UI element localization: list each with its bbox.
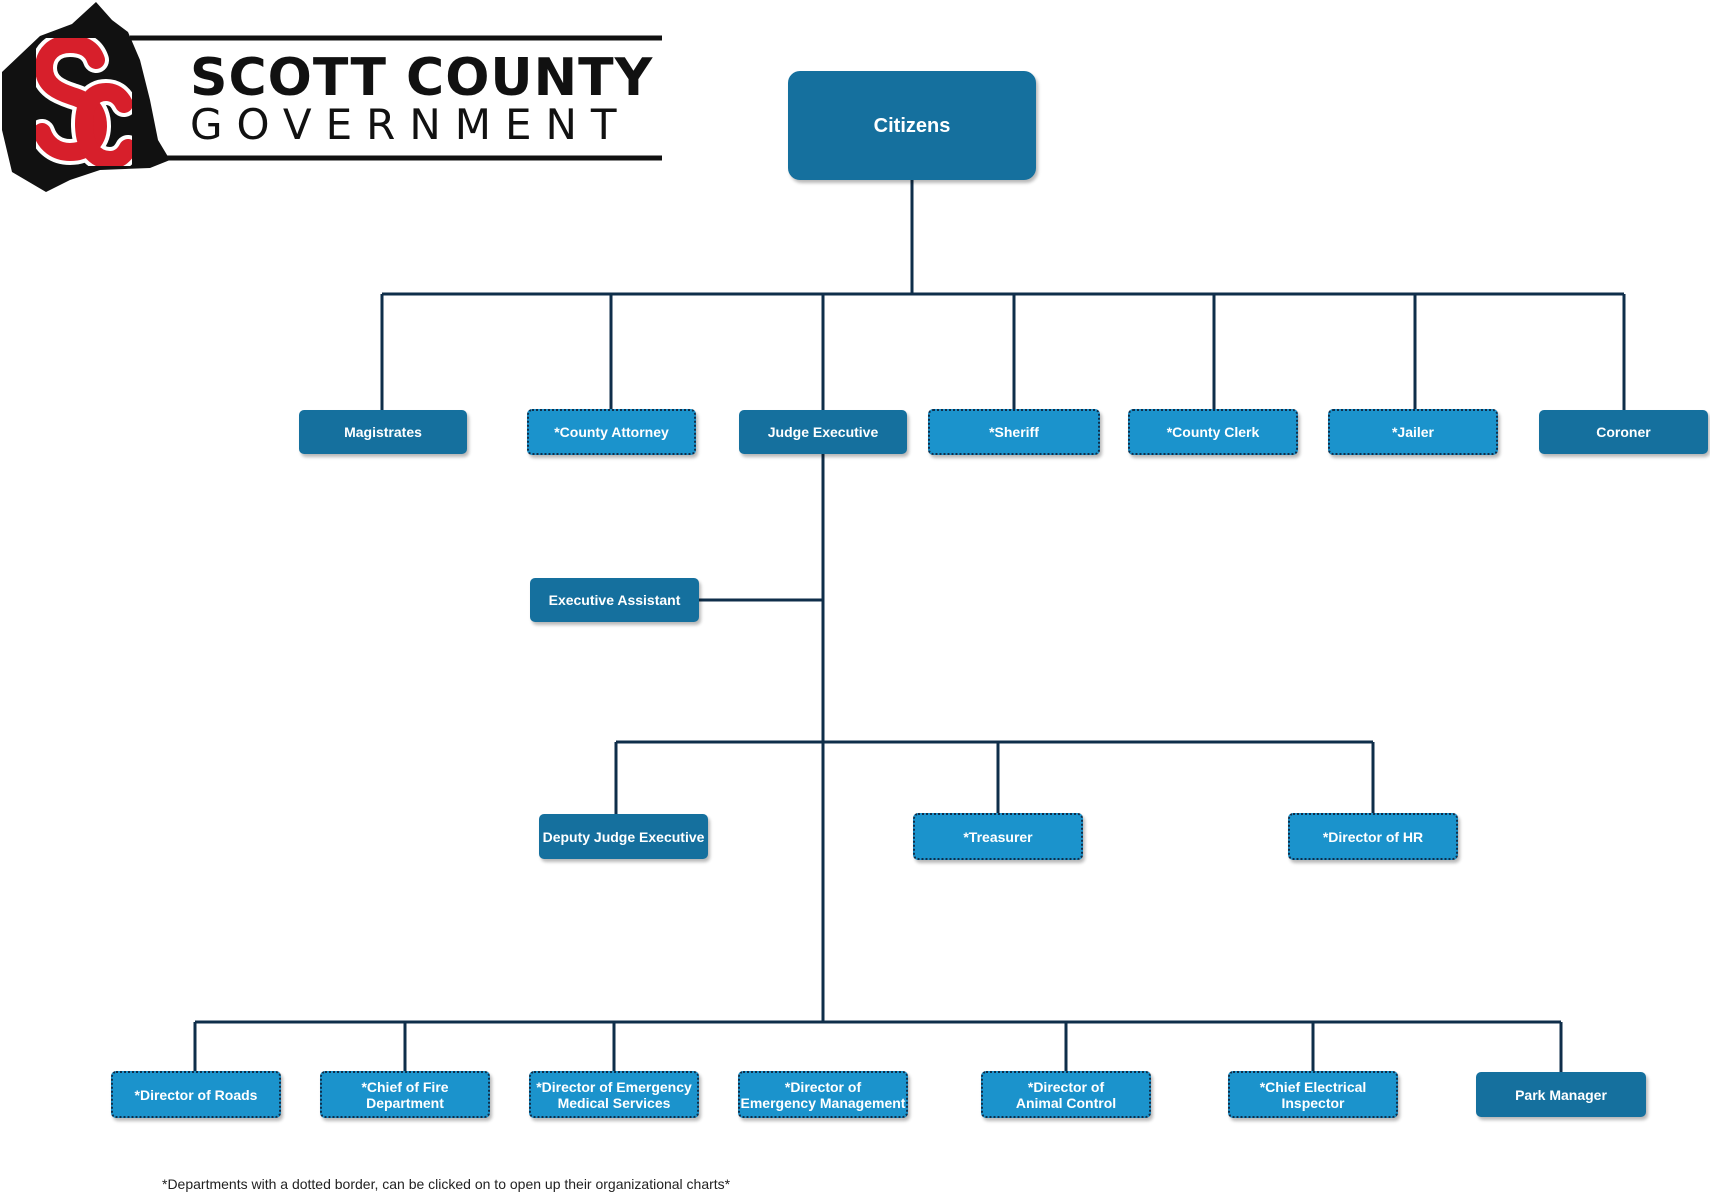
node-jailer[interactable]: *Jailer (1328, 409, 1498, 455)
node-chief-of-fire[interactable]: *Chief of Fire Department (320, 1071, 490, 1118)
node-deputy-judge-executive: Deputy Judge Executive (539, 814, 708, 859)
node-label-line: Medical Services (557, 1094, 671, 1111)
node-sheriff[interactable]: *Sheriff (928, 409, 1100, 455)
node-director-of-ems[interactable]: *Director of Emergency Medical Services (529, 1071, 699, 1118)
node-label-line: Inspector (1281, 1094, 1345, 1111)
node-label-line: *Director of Emergency (536, 1078, 692, 1095)
node-county-attorney[interactable]: *County Attorney (527, 409, 696, 455)
logo-subtitle: GOVERNMENT (190, 100, 631, 149)
node-label-line: *Chief of Fire (361, 1078, 449, 1095)
node-label-line: Department (366, 1094, 444, 1111)
node-label-line: *Director of (1027, 1078, 1105, 1095)
node-director-of-animal-control[interactable]: *Director of Animal Control (981, 1071, 1151, 1118)
node-director-of-emergency-management[interactable]: *Director of Emergency Management (738, 1071, 908, 1118)
node-label-line: Emergency Management (740, 1094, 906, 1111)
node-treasurer[interactable]: *Treasurer (913, 813, 1083, 860)
node-director-of-hr[interactable]: *Director of HR (1288, 813, 1458, 860)
node-coroner: Coroner (1539, 410, 1708, 454)
node-label-line: *Director of (784, 1078, 862, 1095)
node-chief-electrical-inspector[interactable]: *Chief Electrical Inspector (1228, 1071, 1398, 1118)
node-label-line: Animal Control (1015, 1094, 1117, 1111)
node-county-clerk[interactable]: *County Clerk (1128, 409, 1298, 455)
node-label-line: *Chief Electrical (1259, 1078, 1367, 1095)
sc-monogram-icon (36, 38, 132, 166)
logo-title: SCOTT COUNTY (190, 48, 654, 108)
footnote: *Departments with a dotted border, can b… (162, 1176, 731, 1192)
node-citizens: Citizens (788, 71, 1036, 180)
node-director-of-roads[interactable]: *Director of Roads (111, 1071, 281, 1118)
node-executive-assistant: Executive Assistant (530, 578, 699, 622)
node-park-manager: Park Manager (1476, 1072, 1646, 1117)
node-magistrates: Magistrates (299, 410, 467, 454)
node-judge-executive: Judge Executive (739, 410, 907, 454)
